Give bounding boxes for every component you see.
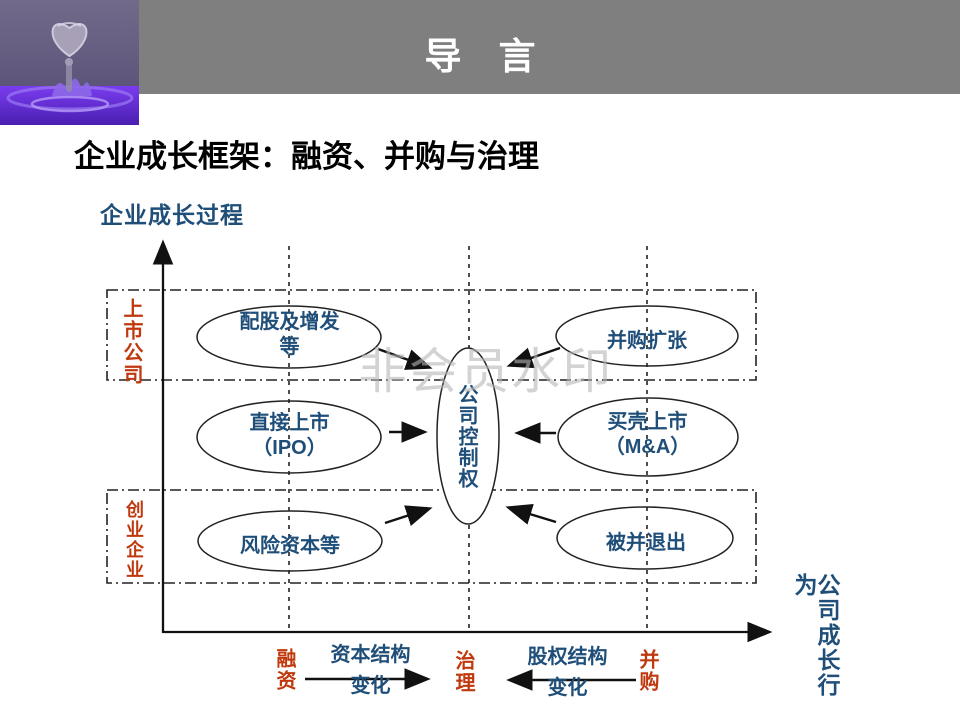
node-label-ipo: 直接上市 （IPO）	[249, 412, 330, 459]
stage-label-governance: 治理	[452, 650, 474, 694]
startup-band-box	[106, 489, 757, 584]
shell-listing-ellipse	[557, 397, 739, 477]
transition-label-equity-structure: 股权结构 变化	[527, 646, 608, 699]
ripple-inner	[30, 95, 110, 113]
transition-label-capital-structure: 资本结构 变化	[330, 644, 411, 697]
node-label-shell-listing: 买壳上市 （M&A）	[604, 411, 691, 458]
ipo-ellipse	[196, 400, 382, 474]
node-label-merged-exit: 被并退出	[606, 532, 686, 554]
droplet-bead	[65, 58, 73, 66]
venture-capital-ellipse	[197, 510, 383, 572]
node-label-rights-issue: 配股及增发 等	[239, 311, 340, 358]
arrow-rights-issue-to-control	[377, 347, 433, 370]
node-label-venture-capital: 风险资本等	[240, 535, 340, 557]
header-bar	[139, 0, 960, 94]
corporate-control-ellipse	[436, 347, 500, 525]
watermark-text: 非会员水印	[358, 345, 614, 399]
heart-highlight	[57, 22, 82, 27]
water-drop-illustration	[0, 0, 139, 125]
listed-company-band-box	[106, 289, 757, 381]
droplet-column	[66, 58, 72, 92]
band-label-startup-enterprise: 创业企业	[124, 500, 144, 580]
heart-droplet	[51, 23, 88, 58]
ma-expansion-ellipse	[555, 305, 739, 367]
y-axis-title: 企业成长过程	[100, 202, 244, 228]
merged-exit-ellipse	[556, 506, 734, 570]
x-axis-title: 公司成长行为	[791, 573, 840, 698]
stage-label-financing: 融资	[273, 648, 295, 692]
arrow-venture-capital-to-control	[384, 505, 433, 526]
arrow-merged-exit-to-control	[505, 503, 557, 525]
arrow-ma-expansion-to-control	[506, 346, 561, 369]
stage-label-ma: 并购	[636, 649, 658, 693]
band-label-listed-company: 上市公司	[120, 298, 142, 386]
header-title: 导 言	[424, 37, 536, 78]
water-drop-image	[0, 0, 139, 125]
node-label-ma-expansion: 并购扩张	[607, 330, 687, 352]
rights-issue-ellipse	[196, 305, 382, 369]
slide-title: 企业成长框架：融资、并购与治理	[74, 139, 539, 174]
node-label-corporate-control: 公司控制权	[455, 384, 477, 489]
